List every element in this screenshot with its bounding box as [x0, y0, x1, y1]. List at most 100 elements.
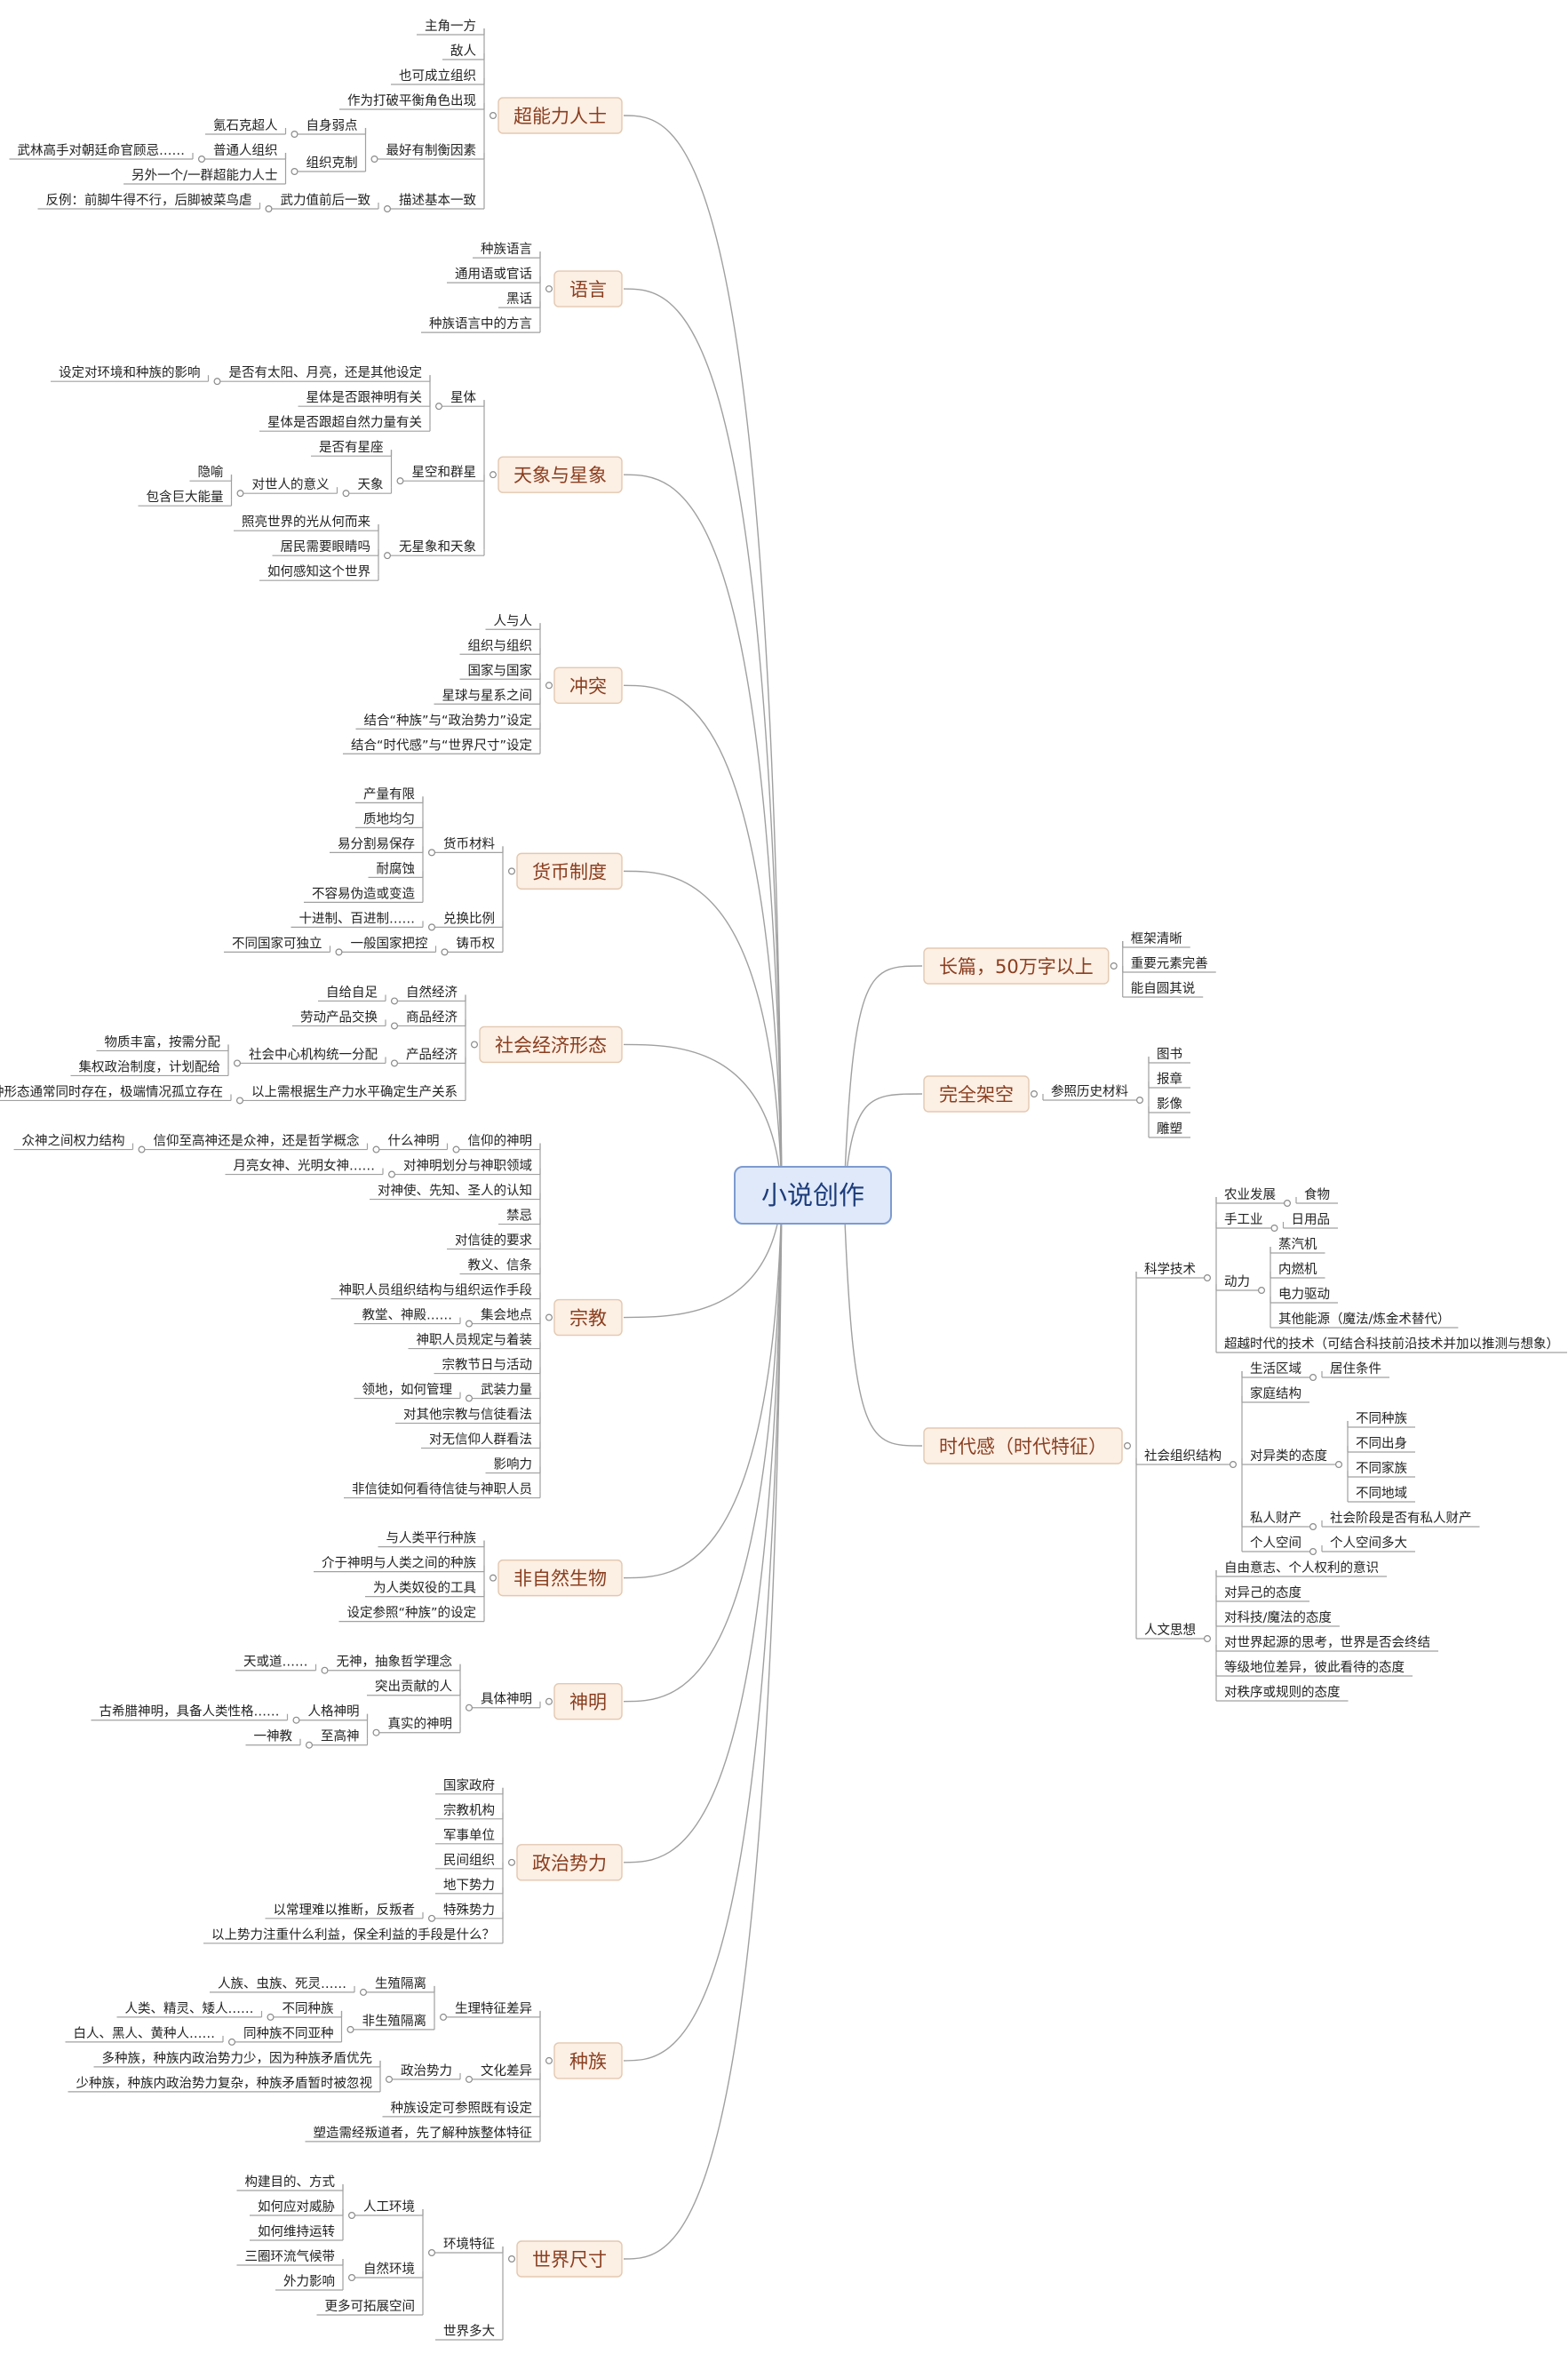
mind-map-node[interactable]: 蒸汽机 — [1278, 1237, 1317, 1252]
collapse-toggle-icon[interactable] — [267, 2013, 275, 2021]
collapse-toggle-icon[interactable] — [489, 471, 497, 479]
collapse-toggle-icon[interactable] — [465, 1320, 473, 1328]
mind-map-node[interactable]: 至高神 — [321, 1729, 360, 1744]
collapse-toggle-icon[interactable] — [346, 2025, 354, 2033]
mind-map-node[interactable]: 描述基本一致 — [399, 193, 476, 208]
topic-label[interactable]: 种族 — [569, 2051, 607, 2072]
collapse-toggle-icon[interactable] — [265, 205, 273, 213]
mind-map-node[interactable]: 种族语言 — [481, 242, 532, 257]
mind-map-node[interactable]: 众神之间权力结构 — [22, 1134, 125, 1149]
topic-label[interactable]: 超能力人士 — [513, 106, 607, 127]
mind-map-node[interactable]: 什么神明 — [388, 1134, 440, 1149]
collapse-toggle-icon[interactable] — [384, 205, 392, 213]
collapse-toggle-icon[interactable] — [465, 2075, 473, 2083]
mind-map-node[interactable]: 结合“种族”与“政治势力”设定 — [363, 713, 532, 728]
mind-map-node[interactable]: 人类、精灵、矮人…… — [125, 2001, 254, 2016]
mind-map-node[interactable]: 对异己的态度 — [1224, 1585, 1301, 1600]
mind-map-node[interactable]: 地下势力 — [443, 1878, 495, 1893]
mind-map-node[interactable]: 是否有星座 — [319, 440, 384, 455]
mind-map-node[interactable]: 等级地位差异，彼此看待的态度 — [1224, 1659, 1405, 1675]
mind-map-node[interactable]: 不同地域 — [1356, 1486, 1407, 1501]
topic-label[interactable]: 社会经济形态 — [495, 1034, 607, 1056]
mind-map-node[interactable]: 为人类奴役的工具 — [373, 1580, 476, 1596]
mind-map-node[interactable]: 以常理难以推断，反叛者 — [274, 1903, 416, 1918]
topic-label[interactable]: 语言 — [569, 279, 607, 300]
mind-map-node[interactable]: 世界多大 — [443, 2324, 495, 2339]
collapse-toggle-icon[interactable] — [386, 2075, 394, 2083]
mind-map-node[interactable]: 如何维持运转 — [258, 2224, 335, 2239]
topic-node-superpower[interactable] — [497, 97, 623, 134]
topic-node-celestial[interactable] — [497, 456, 623, 493]
topic-label[interactable]: 天象与星象 — [513, 465, 607, 486]
mind-map-node[interactable]: 氪石克超人 — [213, 118, 278, 133]
mind-map-node[interactable]: 作为打破平衡角色出现 — [347, 93, 476, 108]
mind-map-node[interactable]: 星体是否跟超自然力量有关 — [267, 415, 422, 430]
mind-map-node[interactable]: 自由意志、个人权利的意识 — [1224, 1560, 1379, 1576]
topic-label[interactable]: 神明 — [569, 1692, 607, 1713]
collapse-toggle-icon[interactable] — [435, 403, 443, 411]
mind-map-node[interactable]: 对异类的态度 — [1250, 1448, 1327, 1464]
mind-map-node[interactable]: 组织与组织 — [468, 638, 533, 653]
mind-map-node[interactable]: 种族语言中的方言 — [429, 316, 532, 331]
topic-label[interactable]: 完全架空 — [939, 1084, 1014, 1105]
collapse-toggle-icon[interactable] — [545, 1697, 553, 1705]
mind-map-node[interactable]: 对神明划分与神职领域 — [403, 1159, 532, 1174]
collapse-toggle-icon[interactable] — [321, 1666, 329, 1674]
mind-map-node[interactable]: 农业发展 — [1224, 1187, 1276, 1202]
mind-map-node[interactable]: 居住条件 — [1330, 1361, 1381, 1377]
collapse-toggle-icon[interactable] — [452, 1145, 460, 1153]
mind-map-node[interactable]: 少种族，种族内政治势力复杂，种族矛盾暂时被忽视 — [76, 2075, 373, 2091]
mind-map-node[interactable]: 普通人组织 — [213, 143, 278, 158]
mind-map-node[interactable]: 照亮世界的光从何而来 — [242, 515, 370, 530]
topic-node-long[interactable] — [923, 947, 1110, 985]
mind-map-node[interactable]: 对科技/魔法的态度 — [1224, 1610, 1332, 1625]
mind-map-node[interactable]: 设定参照“种族”的设定 — [346, 1606, 476, 1621]
mind-map-node[interactable]: 星体是否跟神明有关 — [306, 390, 423, 405]
mind-map-node[interactable]: 如何应对威胁 — [258, 2198, 335, 2214]
mind-map-node[interactable]: 居民需要眼睛吗 — [281, 539, 371, 555]
collapse-toggle-icon[interactable] — [440, 2013, 448, 2021]
mind-map-node[interactable]: 人工环境 — [363, 2198, 415, 2214]
collapse-toggle-icon[interactable] — [489, 1574, 497, 1582]
collapse-toggle-icon[interactable] — [138, 1145, 146, 1153]
mind-map-node[interactable]: 物质丰富，按需分配 — [105, 1033, 221, 1049]
mind-map-node[interactable]: 能自圆其说 — [1131, 981, 1196, 996]
collapse-toggle-icon[interactable] — [236, 1097, 244, 1105]
topic-node-language[interactable] — [553, 270, 623, 307]
topic-node-economy[interactable] — [479, 1025, 623, 1064]
mind-map-node[interactable]: 产品经济 — [406, 1047, 458, 1062]
collapse-toggle-icon[interactable] — [228, 2038, 236, 2046]
mind-map-node[interactable]: 领地，如何管理 — [362, 1383, 453, 1398]
mind-map-node[interactable]: 不同种族 — [283, 2001, 334, 2016]
mind-map-node[interactable]: 社会中心机构统一分配 — [249, 1047, 378, 1062]
mind-map-node[interactable]: 个人空间多大 — [1330, 1536, 1407, 1551]
mind-map-node[interactable]: 国家与国家 — [468, 663, 533, 678]
mind-map-node[interactable]: 组织克制 — [306, 156, 358, 171]
collapse-toggle-icon[interactable] — [545, 285, 553, 293]
mind-map-node[interactable]: 文化差异 — [481, 2063, 532, 2079]
mind-map-node[interactable]: 三种形态通常同时存在，极端情况孤立存在 — [0, 1084, 223, 1099]
mind-map-node[interactable]: 国家政府 — [443, 1778, 495, 1793]
mind-map-node[interactable]: 一神教 — [254, 1729, 293, 1744]
mind-map-node[interactable]: 雕塑 — [1157, 1121, 1182, 1137]
topic-label[interactable]: 非自然生物 — [513, 1568, 607, 1590]
collapse-toggle-icon[interactable] — [360, 1988, 368, 1996]
mind-map-node[interactable]: 个人空间 — [1250, 1536, 1301, 1551]
mind-map-node[interactable]: 商品经济 — [406, 1009, 458, 1025]
collapse-toggle-icon[interactable] — [348, 2274, 356, 2282]
collapse-toggle-icon[interactable] — [198, 156, 206, 164]
mind-map-node[interactable]: 自然经济 — [406, 985, 458, 1000]
collapse-toggle-icon[interactable] — [1203, 1634, 1211, 1642]
mind-map-node[interactable]: 参照历史材料 — [1051, 1084, 1128, 1099]
mind-map-node[interactable]: 无星象和天象 — [399, 539, 476, 555]
mind-map-node[interactable]: 设定对环境和种族的影响 — [59, 364, 201, 380]
mind-map-node[interactable]: 重要元素完善 — [1131, 956, 1208, 971]
mind-map-node[interactable]: 三圈环流气候带 — [245, 2249, 336, 2264]
mind-map-node[interactable]: 构建目的、方式 — [245, 2175, 336, 2190]
collapse-toggle-icon[interactable] — [507, 1858, 515, 1866]
mind-map-node[interactable]: 突出贡献的人 — [375, 1680, 452, 1695]
collapse-toggle-icon[interactable] — [441, 948, 449, 956]
mind-map-node[interactable]: 以上势力注重什么利益，保全利益的手段是什么？ — [211, 1927, 495, 1943]
topic-label[interactable]: 世界尺寸 — [532, 2249, 607, 2270]
mind-map-node[interactable]: 宗教机构 — [443, 1803, 495, 1818]
